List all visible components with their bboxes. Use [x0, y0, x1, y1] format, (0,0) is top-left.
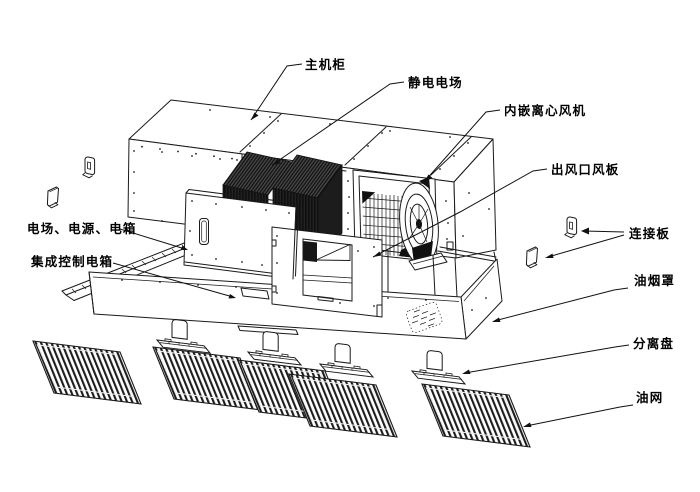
label-separation-plate: 分离盘	[633, 336, 674, 351]
leader-centrifugal-fan	[423, 109, 501, 183]
label-main-cabinet: 主机柜	[305, 57, 346, 72]
leader-lines	[112, 63, 634, 427]
access-door-panel	[183, 189, 299, 280]
hood-front-tab	[240, 287, 270, 300]
leader-connection-plate-a	[583, 230, 625, 233]
connection-plate-right-lower	[525, 246, 538, 269]
leader-oil-fume-hood	[493, 287, 629, 322]
label-control-box: 集成控制电箱	[30, 254, 113, 269]
cutout-tab	[317, 296, 334, 302]
oil-filter-4	[288, 373, 398, 438]
hood-side-vent	[405, 301, 443, 333]
connection-plate-left-lower	[46, 186, 59, 209]
air-outlet-panel	[271, 203, 383, 318]
label-field-power-box: 电场、电源、电箱	[27, 221, 137, 236]
leader-air-outlet-panel	[372, 168, 548, 258]
door-handle	[199, 218, 209, 245]
leader-control-box	[112, 262, 234, 298]
label-air-outlet-panel: 出风口风板	[551, 162, 620, 177]
oil-filter-2	[152, 346, 262, 411]
separation-plate-4	[319, 343, 374, 378]
leader-main-cabinet	[250, 63, 303, 121]
leader-separation-plate	[464, 344, 630, 374]
cabinet-side-latch	[446, 241, 454, 251]
oil-filter-5	[421, 383, 531, 448]
label-oil-fume-hood: 油烟罩	[634, 273, 675, 288]
hood-front-slot	[237, 325, 299, 335]
label-connection-plate: 连接板	[629, 226, 670, 241]
labels: 主机柜 静电电场 内嵌离心风机 出风口风板 连接板 电场、电源、电箱 集成控制电…	[27, 57, 675, 405]
leader-connection-plate-b	[547, 234, 625, 258]
leader-oil-mesh	[525, 404, 634, 427]
centrifugal-fan	[352, 169, 448, 271]
leader-field-power-box	[119, 228, 186, 250]
label-oil-mesh: 油网	[636, 390, 663, 405]
separation-plate-5	[411, 350, 466, 385]
label-electrostatic-field: 静电电场	[408, 75, 463, 90]
separation-plate-3	[247, 331, 302, 366]
connection-plate-right-upper	[564, 216, 578, 239]
outlet-panel-gusset	[315, 243, 351, 261]
support-legs	[387, 249, 497, 298]
connection-plate-left-upper	[82, 156, 96, 179]
leader-electrostatic-field	[271, 81, 405, 166]
oil-filter-1	[32, 340, 142, 405]
label-centrifugal-fan: 内嵌离心风机	[504, 103, 586, 118]
